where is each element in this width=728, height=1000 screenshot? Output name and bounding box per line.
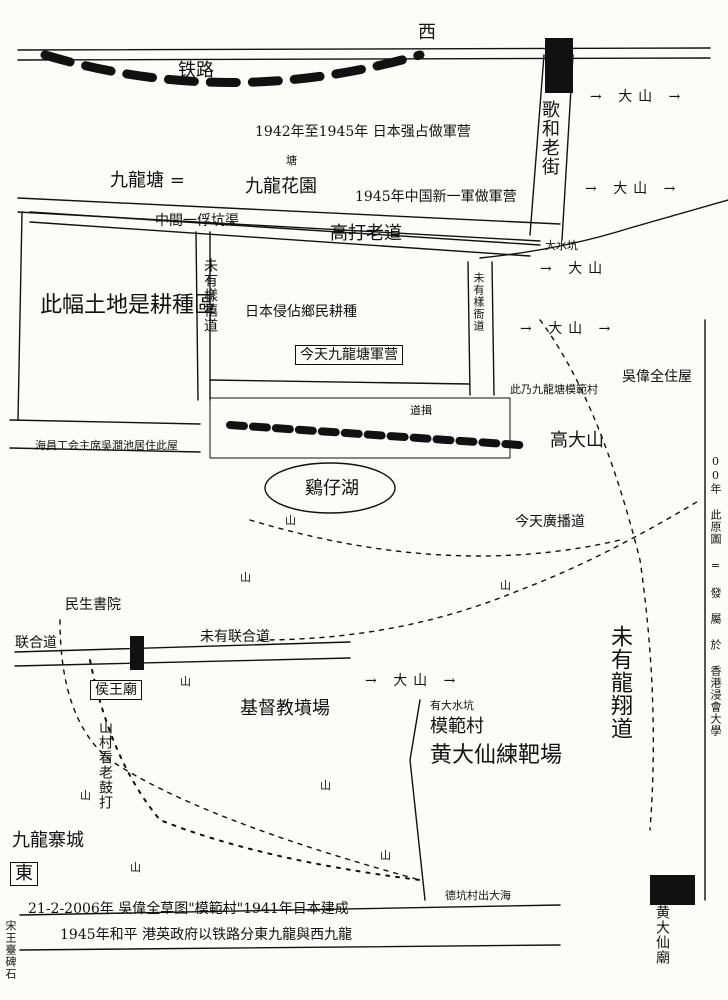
- wong-tai-sin-range: 黄大仙練靶場: [430, 743, 563, 768]
- hill-pathway: 山村看老鼓打: [97, 720, 113, 810]
- arrow-big-hill-3: → 大山 →: [520, 321, 617, 337]
- hou-wang-temple: 侯王廟: [90, 680, 142, 700]
- ng-residence-label: 吳偉全住屋: [622, 369, 692, 385]
- no-road-label: 未有樣衙道: [472, 272, 485, 332]
- track-2: [259, 499, 701, 641]
- has-stream-label: 有大水坑: [430, 699, 474, 712]
- wong-tai-sin-temple: 黄大仙廟: [654, 905, 670, 965]
- middle-road-3: [29, 221, 531, 257]
- lianhe-road-label: 联合道: [15, 635, 57, 651]
- middle-road-2: [29, 211, 541, 246]
- minsheng-school: 民生書院: [65, 597, 121, 613]
- model-village-terminus: 模範村: [430, 716, 484, 737]
- kowloon-camp-label: 今天九龍塘軍营: [295, 345, 403, 365]
- hill-d: 山: [80, 789, 91, 802]
- arrow-big-hill-5: → 大山 →: [365, 673, 462, 689]
- da-da-road-label: 高打老道: [330, 223, 402, 244]
- kowloon-garden-label: 九龍花園: [245, 176, 317, 197]
- sunny-road-label: 未有樣禧道: [202, 258, 218, 333]
- pond-label: 鷄仔湖: [305, 478, 359, 499]
- hill-b: 山: [500, 579, 511, 592]
- railway-arc: [40, 50, 425, 87]
- railway-line: [17, 47, 711, 51]
- hill-f: 山: [130, 861, 141, 874]
- hill-a: 山: [240, 571, 251, 584]
- bottom-line-2: [19, 944, 561, 951]
- hill-pond-label: 山: [285, 514, 296, 527]
- bottom-line-1: [19, 904, 561, 916]
- x-path: [89, 659, 421, 881]
- geho-street-left: [529, 54, 545, 236]
- arrow-big-hill-2: → 大山 →: [585, 181, 682, 197]
- no-road-right: [491, 261, 495, 396]
- track-1: [249, 519, 621, 557]
- middle-road-top: [17, 197, 561, 225]
- japan-camp-label: 1942年至1945年 日本强占做軍营: [255, 124, 471, 140]
- left-margin-note: 宋王臺碑石: [4, 920, 17, 980]
- railway-label: 铁路: [178, 60, 214, 81]
- west-label: 西: [418, 22, 436, 43]
- sunny-road-right: [195, 231, 199, 401]
- railway-line-2: [17, 57, 711, 61]
- no-road-left: [467, 261, 471, 396]
- hou-wang-block: [130, 636, 144, 670]
- stream-to-sea: [409, 699, 426, 901]
- stream-to-sea-label: 德坑村出大海: [445, 889, 511, 902]
- right-margin-note: 00年 此原圖 = 發 屬 於 香港浸會大學: [709, 455, 722, 737]
- today-kwong-road: 今天廣播道: [515, 514, 585, 530]
- lianhe-road-bottom: [14, 657, 351, 667]
- model-village-row: [226, 421, 524, 449]
- lianhe-road-top: [14, 641, 351, 653]
- track-4: [539, 319, 655, 831]
- arrow-big-hill-1: → 大山 →: [590, 89, 687, 105]
- model-village-box: [209, 397, 511, 459]
- east-marker: 東: [10, 862, 38, 886]
- pond-outline: [264, 462, 396, 514]
- farmland-label: 此幅土地是耕種區: [40, 293, 217, 318]
- stream-label: 大水坑: [545, 239, 578, 252]
- hill-top-label: 山: [552, 27, 563, 40]
- no-lung-cheung-road: 未有龍翔道: [607, 625, 632, 740]
- arrow-big-hill-4: → 大山: [540, 261, 609, 277]
- kowloon-garden-prefix: 塘: [286, 154, 297, 167]
- hill-block: [545, 38, 573, 93]
- farmland-boundary: [17, 211, 23, 421]
- middle-road-label: 中間一俘坑渠: [155, 213, 239, 229]
- stream-line: [479, 199, 728, 259]
- geho-street-label: 歌和老街: [539, 100, 560, 176]
- date-note: 21-2-2006年 吳偉全草图"模範村"1941年日本建成: [28, 901, 349, 917]
- hill-c: 山: [180, 675, 191, 688]
- resident-road-bottom: [9, 447, 201, 453]
- partition-note: 1945年和平 港英政府以铁路分東九龍與西九龍: [60, 927, 353, 943]
- resident-note: 海員工会主席吳澗池居住此屋: [35, 439, 178, 452]
- model-village-mark: 此乃九龍塘模範村: [510, 383, 598, 396]
- track-3: [59, 619, 421, 881]
- japan-farming-label: 日本侵佔鄉民耕種: [245, 304, 357, 320]
- hill-e: 山: [320, 779, 331, 792]
- new-army-label: 1945年中国新一軍做軍营: [355, 189, 517, 205]
- road-mark-label: 道揖: [410, 404, 432, 417]
- no-lianhe-road-label: 未有联合道: [200, 629, 270, 645]
- kowloon-walled-city: 九龍寨城: [12, 830, 84, 851]
- christian-cemetery: 基督教墳場: [240, 698, 330, 719]
- resident-road-top: [9, 419, 201, 425]
- japan-area-bottom: [209, 379, 471, 385]
- gao-da-hill-label: 高大山: [550, 430, 604, 451]
- temple-icon: [650, 875, 695, 905]
- kowloon-tong-label: 九龍塘 =: [110, 170, 185, 191]
- hill-g: 山: [380, 849, 391, 862]
